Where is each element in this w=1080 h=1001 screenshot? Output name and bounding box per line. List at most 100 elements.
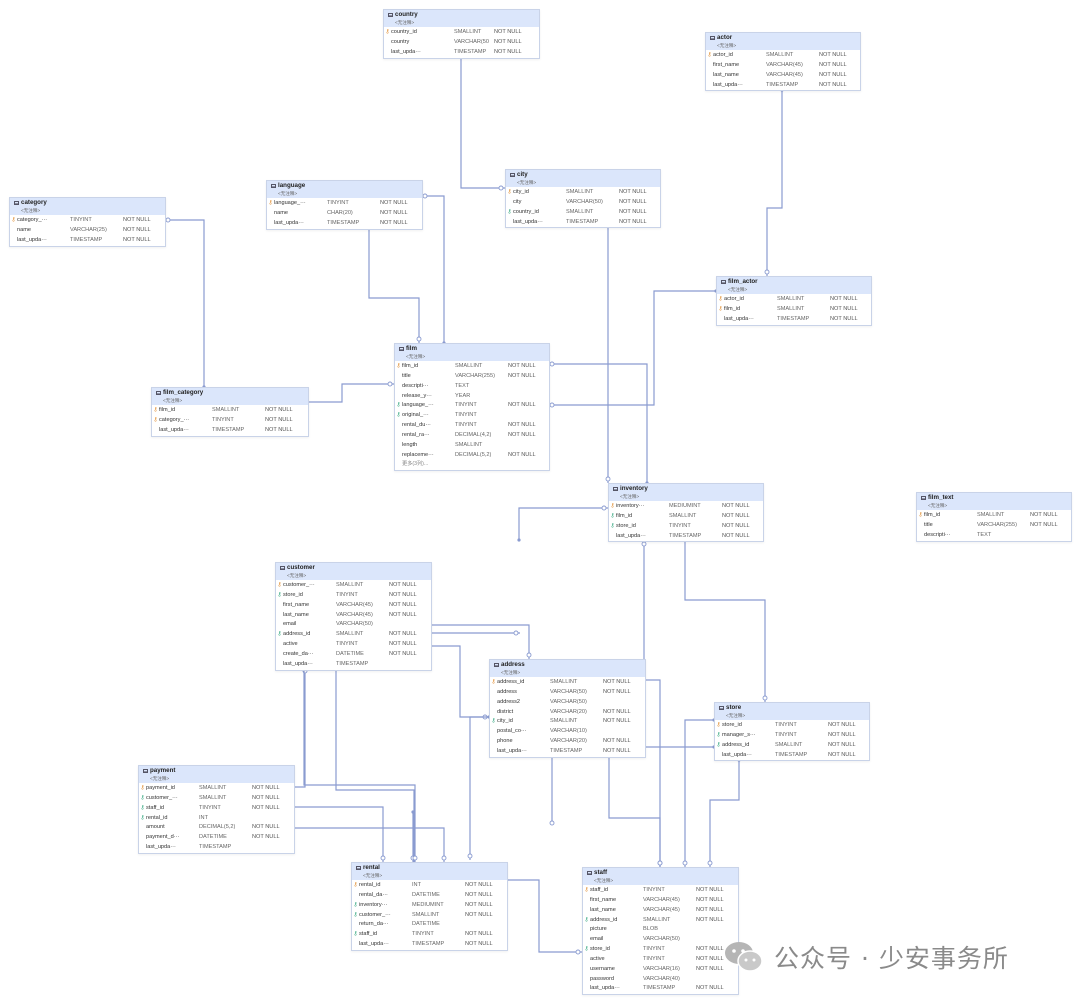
table-header[interactable]: category<无注释> [10,198,165,215]
relationship-film-actor-to-actor[interactable] [766,90,783,276]
relationship-inventory-to-store[interactable] [684,540,766,702]
column-row[interactable]: release_y···YEAR [395,392,549,402]
column-row[interactable]: last_upda···TIMESTAMP [139,843,294,853]
table-header[interactable]: customer<无注释> [276,563,431,580]
table-header[interactable]: payment<无注释> [139,766,294,783]
table-header[interactable]: actor<无注释> [706,33,860,50]
relationship-film-category-to-category[interactable] [164,219,205,387]
relationship-staff-to-store[interactable] [643,540,714,748]
relationship-line[interactable] [469,716,489,860]
table-header[interactable]: film_actor<无注释> [717,277,871,294]
relationship-line[interactable] [608,752,661,867]
column-row[interactable]: descripti···TEXT [917,531,1071,541]
column-row[interactable]: rental_ra···DECIMAL(4,2)NOT NULL [395,431,549,441]
relationship-film-category-to-film[interactable] [307,383,394,403]
relationship-rental-to-customer[interactable] [335,667,415,862]
column-row[interactable]: return_da···DATETIME [352,920,507,930]
relationship-city-to-country[interactable] [460,57,505,189]
column-row[interactable]: postal_co···VARCHAR(10) [490,727,645,737]
table-header[interactable]: address<无注释> [490,660,645,677]
relationship-rental-to-inventory[interactable] [518,507,608,540]
relationship-customer-to-address[interactable] [430,624,530,659]
relationship-customer-to-store[interactable] [430,645,489,718]
more-columns-link[interactable]: 更多(3列)... [402,461,429,468]
table-header[interactable]: country<无注释> [384,10,539,27]
relationship-rental-to-staff[interactable] [506,879,582,953]
relationship-staff-to-address[interactable] [644,679,661,867]
relationship-inventory-to-film[interactable] [548,363,648,483]
relationship-film-to-language[interactable] [421,195,445,343]
relationship-store-to-address[interactable] [684,719,714,867]
column-row[interactable]: replaceme···DECIMAL(5,2)NOT NULL [395,451,549,461]
table-header[interactable]: store<无注释> [715,703,869,720]
relationship-store-to-staff[interactable] [709,760,740,867]
